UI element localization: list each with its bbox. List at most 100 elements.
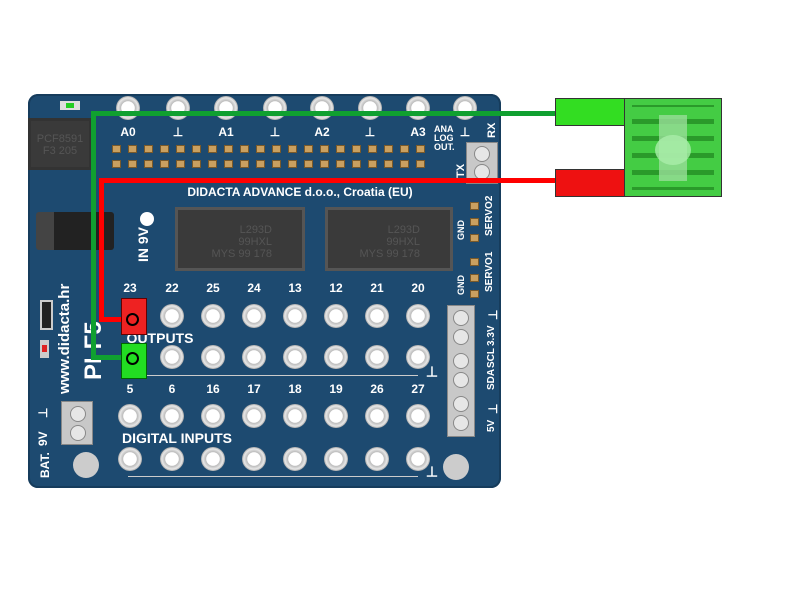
digital-input-hole[interactable] [283, 447, 307, 471]
analog-pin-hole[interactable] [166, 96, 190, 120]
analog-pin-hole[interactable] [214, 96, 238, 120]
header-pad [320, 145, 329, 153]
power-i2c-terminal[interactable] [447, 305, 475, 437]
output-pin-number: 26 [370, 382, 384, 396]
output-pin-hole[interactable] [365, 345, 389, 369]
output-pin-hole[interactable] [242, 304, 266, 328]
header-pad [384, 145, 393, 153]
output-pin-number: 22 [165, 281, 179, 295]
signal-wire [99, 178, 557, 183]
header-pad [224, 160, 233, 168]
digital-input-hole[interactable] [406, 447, 430, 471]
digital-input-hole[interactable] [160, 404, 184, 428]
output-pin-hole[interactable] [283, 345, 307, 369]
digital-input-hole[interactable] [365, 447, 389, 471]
header-pad [256, 160, 265, 168]
servo-pin[interactable] [470, 274, 479, 282]
digital-input-hole[interactable] [283, 404, 307, 428]
tx-label: TX [455, 163, 467, 178]
ground-wire [91, 111, 96, 359]
analog-pin-label: ⊥ [364, 125, 376, 139]
bus-line [128, 476, 418, 477]
gnd-label: ⊥ [36, 407, 50, 418]
output-pin-hole[interactable] [406, 345, 430, 369]
led-indicator [60, 101, 80, 110]
rx-tx-terminal[interactable] [466, 142, 498, 184]
sensor-ground-clip[interactable] [555, 98, 627, 126]
analog-pin-hole[interactable] [453, 96, 477, 120]
digital-input-hole[interactable] [160, 447, 184, 471]
header-pad [144, 145, 153, 153]
signal-wire [99, 317, 131, 322]
analog-pin-label: A0 [120, 125, 136, 139]
digital-input-hole[interactable] [242, 447, 266, 471]
header-pad [144, 160, 153, 168]
analog-pin-hole[interactable] [263, 96, 287, 120]
digital-input-hole[interactable] [324, 447, 348, 471]
digital-input-hole[interactable] [242, 404, 266, 428]
sensor-signal-clip[interactable] [555, 169, 627, 197]
header-pad [416, 145, 425, 153]
gnd-label: GND [456, 220, 466, 240]
digital-input-hole[interactable] [406, 404, 430, 428]
gnd-label: GND [456, 275, 466, 295]
output-pin-hole[interactable] [242, 345, 266, 369]
output-pin-hole[interactable] [324, 345, 348, 369]
servo1-label: SERVO1 [484, 251, 495, 292]
digital-input-hole[interactable] [324, 404, 348, 428]
header-pad [240, 145, 249, 153]
output-pin-hole[interactable] [324, 304, 348, 328]
signal-wire [99, 178, 104, 321]
output-pin-hole[interactable] [201, 345, 225, 369]
gnd-label: ⊥ [486, 309, 500, 320]
digital-input-hole[interactable] [118, 404, 142, 428]
rx-label: RX [486, 122, 498, 138]
header-pad [320, 160, 329, 168]
header-pad [112, 145, 121, 153]
output-pin-hole[interactable] [283, 304, 307, 328]
analog-pin-hole[interactable] [358, 96, 382, 120]
analog-pin-label: ⊥ [459, 125, 471, 139]
ground-wire [91, 111, 557, 116]
scl-label: SCL [486, 348, 497, 368]
digital-input-hole[interactable] [201, 404, 225, 428]
header-pad [400, 160, 409, 168]
output-pin-number: 12 [329, 281, 343, 295]
output-pin-hole[interactable] [406, 304, 430, 328]
digital-input-hole[interactable] [201, 447, 225, 471]
output-pin-number: 18 [288, 382, 302, 396]
analog-pin-label: ⊥ [269, 125, 281, 139]
header-pad [160, 160, 169, 168]
output-pin-hole[interactable] [201, 304, 225, 328]
servo-pin[interactable] [470, 218, 479, 226]
pcf8591-chip: PCF8591 F3 205 [28, 118, 92, 170]
digital-input-hole[interactable] [365, 404, 389, 428]
header-pad [208, 145, 217, 153]
gnd-symbol: ⊥ [425, 363, 439, 380]
mounting-hole [73, 452, 99, 478]
digital-input-hole[interactable] [118, 447, 142, 471]
servo-pin[interactable] [470, 234, 479, 242]
analog-pin-hole[interactable] [116, 96, 140, 120]
output-pin-hole[interactable] [365, 304, 389, 328]
servo-pin[interactable] [470, 202, 479, 210]
header-pad [272, 160, 281, 168]
header-pad [208, 160, 217, 168]
output-pin-number: 25 [206, 281, 220, 295]
analog-pin-hole[interactable] [310, 96, 334, 120]
servo2-label: SERVO2 [484, 195, 495, 236]
analog-pin-hole[interactable] [406, 96, 430, 120]
output-pin-number: 21 [370, 281, 384, 295]
pin-5-connector[interactable] [121, 343, 147, 379]
output-pin-number: 13 [288, 281, 302, 295]
pin-23-connector[interactable] [121, 298, 147, 335]
header-pad [352, 145, 361, 153]
battery-terminal[interactable] [61, 401, 93, 445]
output-pin-hole[interactable] [160, 304, 184, 328]
output-pin-number: 19 [329, 382, 343, 396]
servo-pin[interactable] [470, 290, 479, 298]
header-pad [192, 145, 201, 153]
servo-pin[interactable] [470, 258, 479, 266]
output-pin-hole[interactable] [160, 345, 184, 369]
